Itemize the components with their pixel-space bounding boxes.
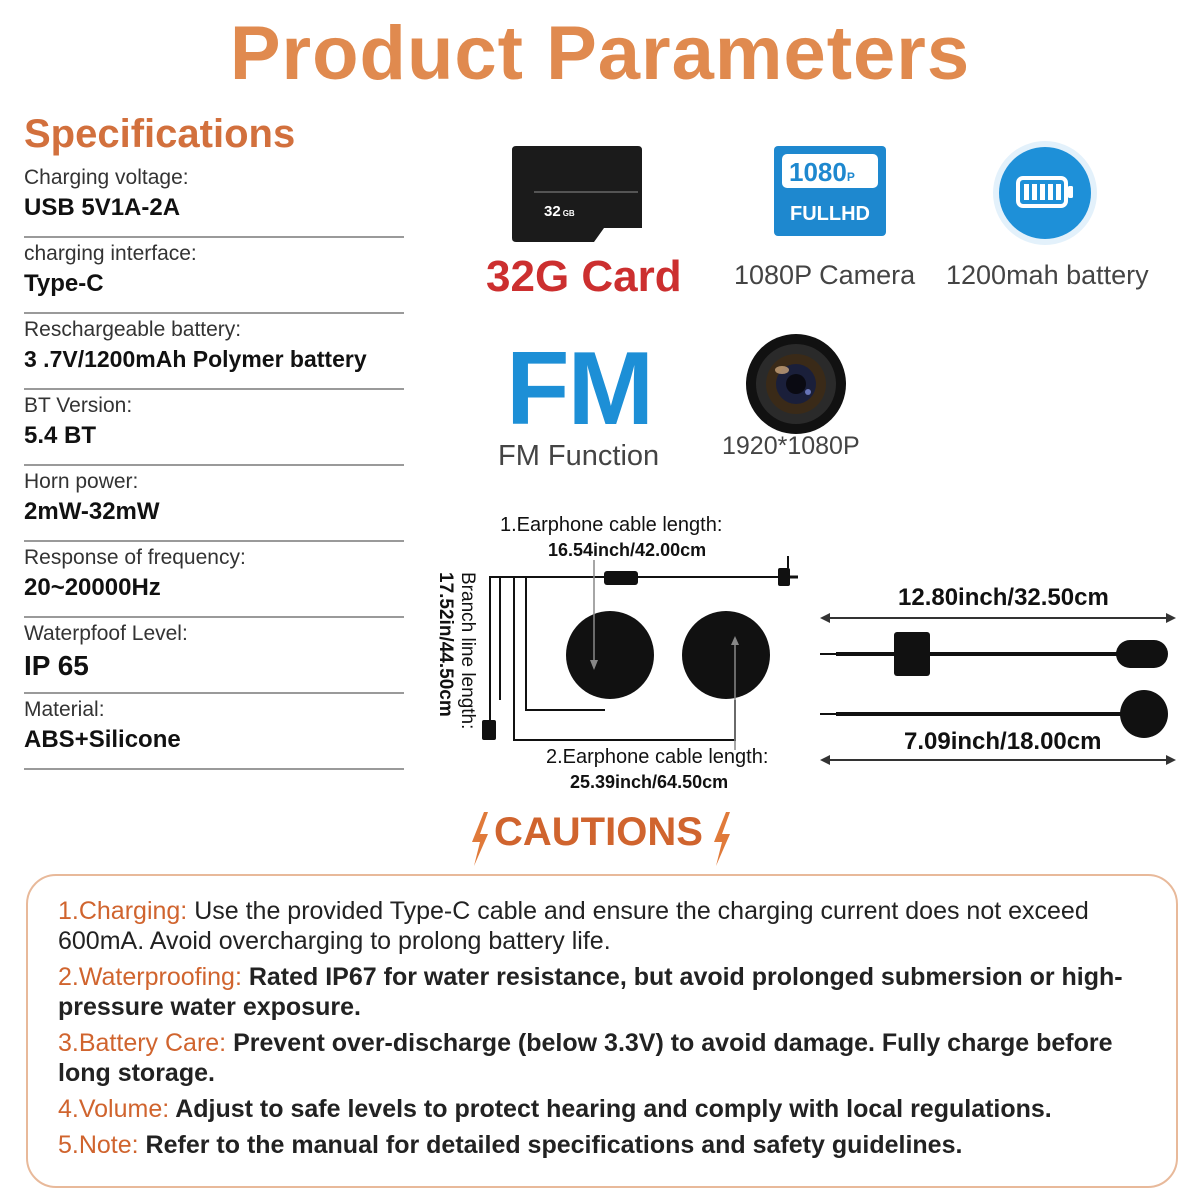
caution-item-charging: 1.Charging: Use the provided Type-C cabl… [58, 896, 1148, 956]
fullhd-badge-icon: 1080P FULLHD [772, 144, 888, 243]
spec-row-horn-power: Horn power: 2mW-32mW [24, 464, 404, 542]
spec-label: Response of frequency: [24, 546, 246, 569]
caution-item-volume: 4.Volume: Adjust to safe levels to prote… [58, 1094, 1148, 1124]
lightning-left-icon [470, 812, 490, 871]
cautions-title: CAUTIONS [494, 810, 703, 854]
spec-label: Charging voltage: [24, 166, 189, 189]
microphone-diagram [816, 600, 1180, 775]
spec-value: Type-C [24, 270, 104, 297]
branch-value: 17.52in/44.50cm [435, 572, 456, 717]
branch-label: Branch line length: [457, 572, 478, 730]
lens-label: 1920*1080P [722, 432, 860, 460]
caution-text: Refer to the manual for detailed specifi… [138, 1131, 963, 1159]
headset-cable-diagram [430, 500, 830, 805]
caution-text: Rated IP67 for water resistance, but avo… [58, 963, 1123, 1021]
page-title: Product Parameters [229, 11, 971, 96]
caution-key: 5.Note: [58, 1131, 139, 1159]
caution-text: Prevent over-discharge (below 3.3V) to a… [58, 1029, 1113, 1087]
caution-text: Adjust to safe levels to protect hearing… [169, 1095, 1052, 1123]
battery-label: 1200mah battery [946, 260, 1149, 290]
lightning-right-icon [712, 812, 732, 871]
badge-fullhd: FULLHD [790, 203, 870, 225]
cautions-box [26, 874, 1178, 1188]
spec-row-material: Material: ABS+Silicone [24, 692, 404, 770]
card-label: 32G Card [486, 252, 682, 301]
spec-row-waterproof: Waterpfoof Level: IP 65 [24, 616, 404, 694]
camera-label: 1080P Camera [734, 260, 916, 290]
spec-label: charging interface: [24, 242, 197, 265]
sd-card-capacity: 32 [544, 203, 561, 220]
sd-card-unit: GB [563, 209, 575, 218]
caution-key: 1.Charging: [58, 897, 188, 925]
caution-item-waterproofing: 2.Waterproofing: Rated IP67 for water re… [58, 962, 1148, 1022]
cable1-label: 1.Earphone cable length: [500, 514, 723, 536]
spec-value: 3 .7V/1200mAh Polymer battery [24, 346, 367, 372]
mic-long-length: 12.80inch/32.50cm [898, 584, 1109, 611]
spec-row-bt-version: BT Version: 5.4 BT [24, 388, 404, 466]
caution-key: 2.Waterproofing: [58, 963, 242, 991]
cable2-label: 2.Earphone cable length: [546, 746, 769, 768]
camera-lens-icon [744, 332, 848, 441]
spec-label: Horn power: [24, 470, 139, 493]
spec-value: 20~20000Hz [24, 574, 161, 601]
caution-item-note: 5.Note: Refer to the manual for detailed… [58, 1130, 1148, 1160]
caution-text: Use the provided Type-C cable and ensure… [58, 897, 1089, 955]
svg-text:1080P: 1080P [789, 157, 855, 187]
caution-item-battery-care: 3.Battery Care: Prevent over-discharge (… [58, 1028, 1148, 1088]
cable1-value: 16.54inch/42.00cm [548, 540, 707, 560]
caution-key: 3.Battery Care: [58, 1029, 227, 1057]
cable2-value: 25.39inch/64.50cm [570, 772, 729, 792]
spec-row-charging-interface: charging interface: Type-C [24, 236, 404, 314]
spec-label: Waterpfoof Level: [24, 622, 188, 645]
spec-row-charging-voltage: Charging voltage: USB 5V1A-2A [24, 160, 404, 238]
spec-value: 5.4 BT [24, 422, 97, 449]
badge-1080: 1080 [789, 157, 847, 187]
specifications-heading: Specifications [24, 112, 296, 156]
spec-label: BT Version: [24, 394, 133, 417]
battery-icon [990, 138, 1100, 253]
spec-label: Material: [24, 698, 105, 721]
badge-p: P [847, 170, 855, 184]
fm-logo-text: FM [506, 331, 654, 447]
spec-value: IP 65 [24, 650, 89, 681]
spec-value: 2mW-32mW [24, 498, 160, 525]
spec-row-battery: Reschargeable battery: 3 .7V/1200mAh Pol… [24, 312, 404, 390]
mic-short-length: 7.09inch/18.00cm [904, 728, 1102, 755]
fm-label: FM Function [498, 440, 660, 472]
caution-key: 4.Volume: [58, 1095, 170, 1123]
spec-value: ABS+Silicone [24, 726, 181, 753]
spec-label: Reschargeable battery: [24, 318, 242, 341]
spec-value: USB 5V1A-2A [24, 194, 181, 221]
spec-row-frequency: Response of frequency: 20~20000Hz [24, 540, 404, 618]
